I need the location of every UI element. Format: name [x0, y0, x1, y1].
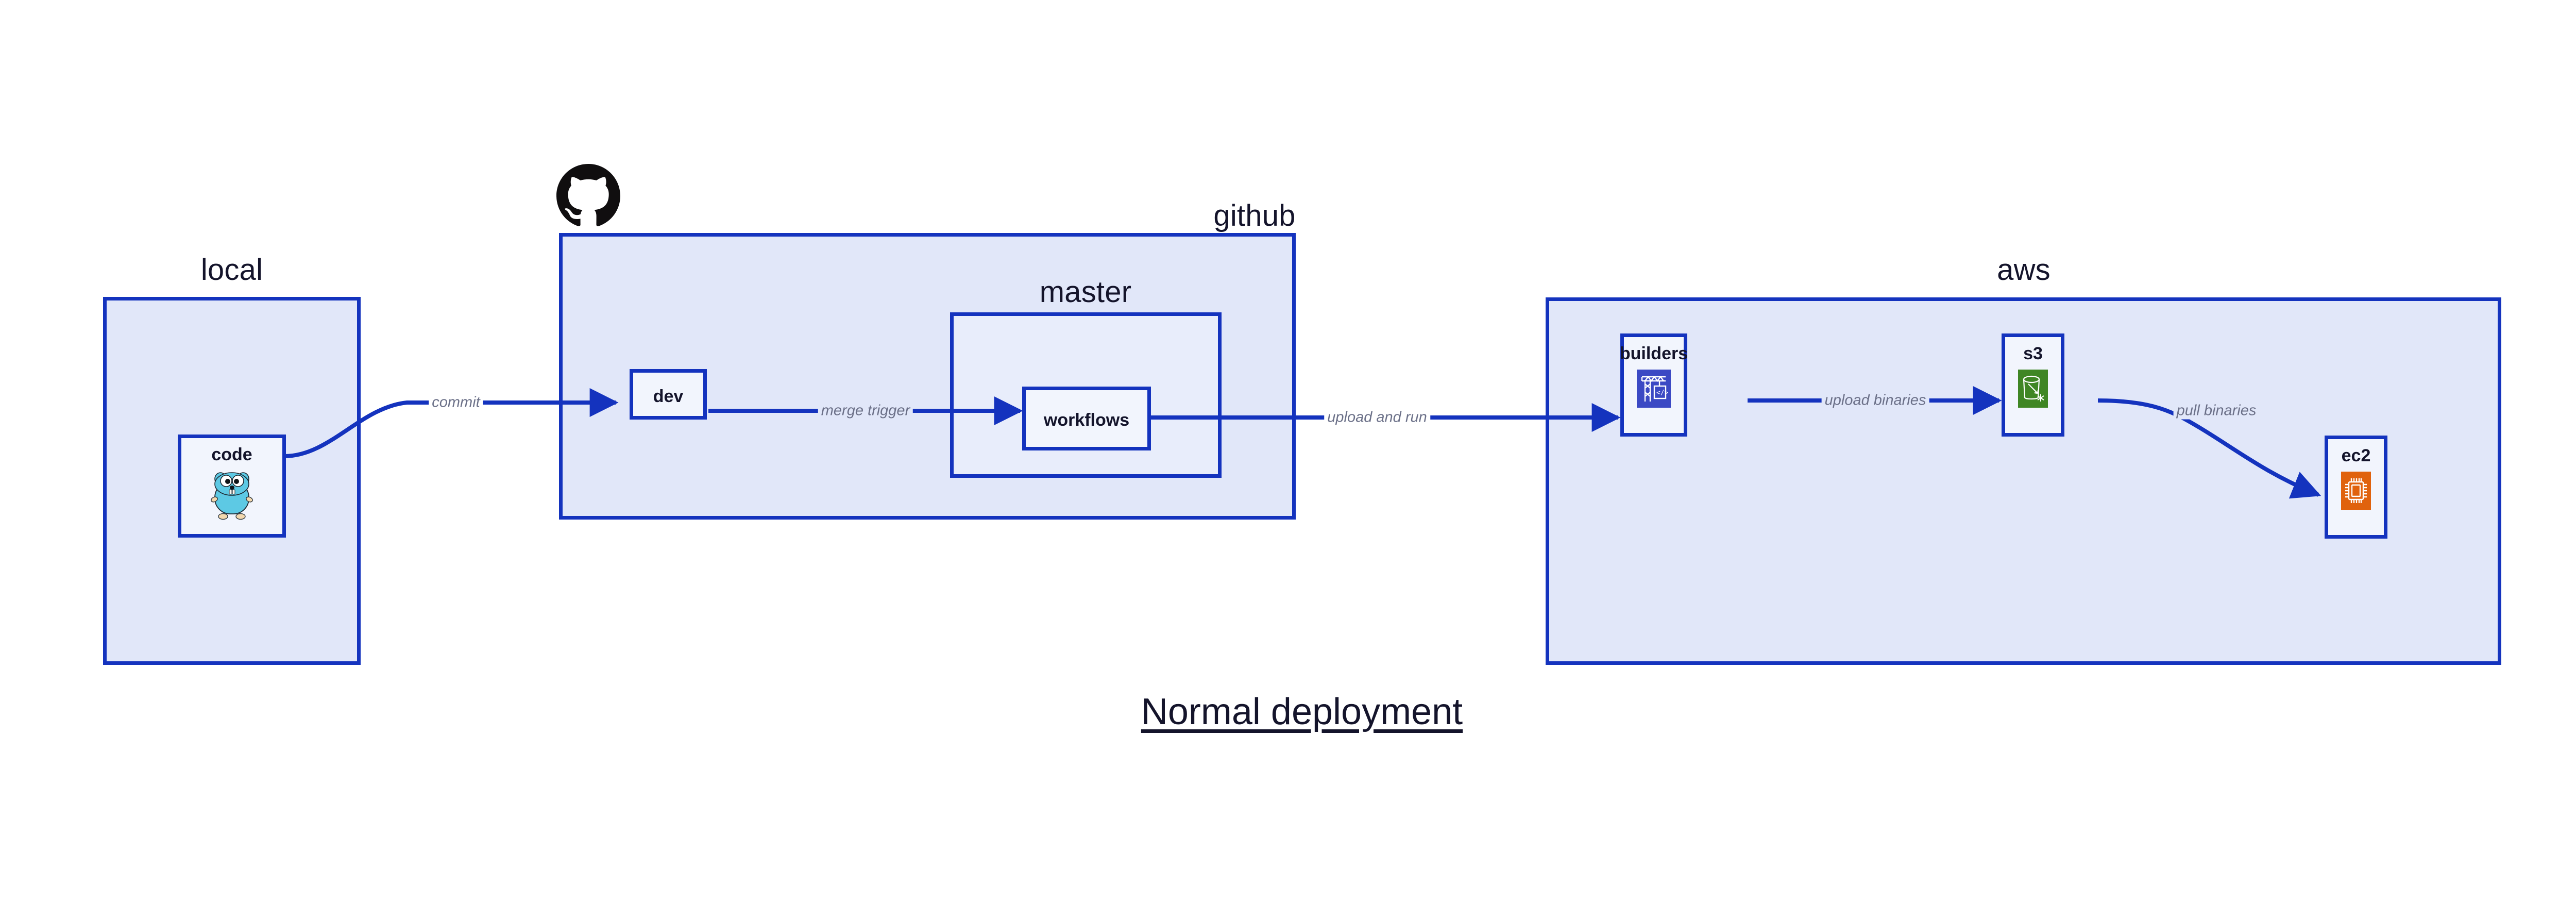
node-code[interactable]: code	[178, 435, 286, 538]
aws-s3-icon	[2018, 370, 2048, 410]
go-gopher-icon	[210, 471, 253, 523]
github-mark-icon	[556, 164, 620, 228]
cluster-label-local: local	[200, 253, 263, 287]
node-label-s3: s3	[2023, 344, 2043, 363]
edge-label-upload-and-run: upload and run	[1324, 409, 1430, 426]
node-label-builders: builders	[1619, 344, 1688, 363]
edge-label-commit: commit	[429, 394, 483, 411]
edge-label-upload-binaries: upload binaries	[1821, 392, 1929, 409]
cluster-label-aws: aws	[1997, 253, 2050, 287]
edge-label-merge-trigger: merge trigger	[818, 402, 913, 420]
svg-text:</>: </>	[1656, 389, 1669, 397]
node-workflows[interactable]: workflows	[1022, 387, 1151, 450]
node-label-workflows: workflows	[1043, 410, 1130, 430]
cluster-label-github: github	[1213, 199, 1296, 232]
aws-builders-icon: </>	[1637, 370, 1671, 410]
node-builders[interactable]: builders <	[1619, 333, 1688, 437]
node-label-code: code	[211, 445, 252, 464]
cluster-label-master: master	[1039, 275, 1132, 309]
node-label-dev: dev	[653, 387, 684, 406]
node-s3[interactable]: s3	[2002, 333, 2064, 437]
node-ec2[interactable]: ec2	[2325, 436, 2387, 539]
node-dev[interactable]: dev	[630, 369, 707, 420]
aws-ec2-icon	[2341, 472, 2371, 512]
diagram-title: Normal deployment	[1141, 691, 1463, 732]
edge-label-pull-binaries: pull binaries	[2173, 402, 2260, 420]
node-label-ec2: ec2	[2341, 446, 2371, 465]
